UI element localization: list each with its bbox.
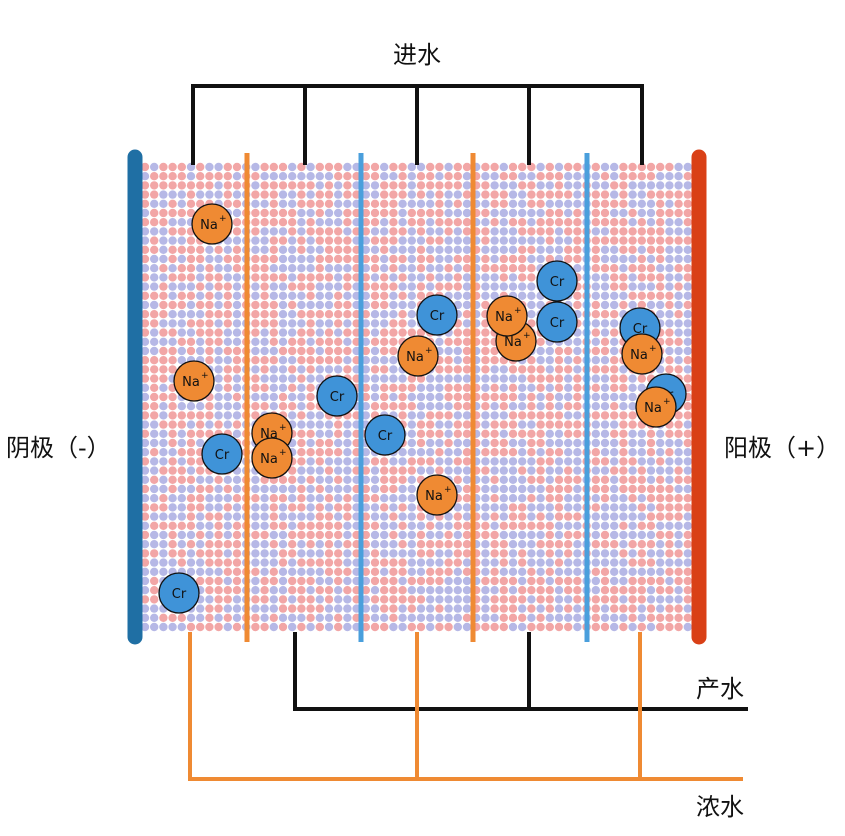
product-label: 产水: [696, 675, 744, 703]
product-manifold: [293, 632, 748, 711]
sodium-ion: Na+: [173, 360, 215, 402]
sodium-ion: Na+: [251, 437, 293, 479]
inlet-pipes: [191, 84, 644, 165]
product-pipes: [293, 632, 748, 711]
sodium-ion: Na+: [621, 333, 663, 375]
svg-text:+: +: [279, 448, 287, 458]
concentrate-manifold: [188, 632, 743, 781]
concentrate-pipes: [188, 632, 743, 781]
svg-text:Na: Na: [504, 335, 522, 350]
inlet-label: 进水: [393, 41, 441, 69]
svg-text:Na: Na: [495, 310, 513, 325]
svg-text:Na: Na: [406, 350, 424, 365]
svg-text:+: +: [425, 346, 433, 356]
svg-text:Na: Na: [644, 401, 662, 416]
svg-text:Cr: Cr: [550, 316, 565, 331]
sodium-ion: Na+: [397, 335, 439, 377]
svg-text:Cr: Cr: [378, 429, 393, 444]
chloride-ion: Cr: [416, 294, 458, 336]
svg-text:Cr: Cr: [215, 448, 230, 463]
svg-text:Na: Na: [182, 375, 200, 390]
svg-text:Na: Na: [200, 218, 218, 233]
svg-text:Cr: Cr: [172, 587, 187, 602]
svg-text:+: +: [514, 306, 522, 316]
chloride-ion: Cr: [536, 301, 578, 343]
svg-text:Cr: Cr: [550, 275, 565, 290]
chloride-ion: Cr: [158, 572, 200, 614]
svg-text:+: +: [649, 344, 657, 354]
sodium-ion: Na+: [486, 295, 528, 337]
chloride-ion: Cr: [201, 433, 243, 475]
sodium-ion: Na+: [191, 203, 233, 245]
chloride-ion: Cr: [536, 260, 578, 302]
svg-text:Na: Na: [425, 489, 443, 504]
svg-text:+: +: [523, 331, 531, 341]
chloride-ion: Cr: [364, 414, 406, 456]
cathode-label: 阴极（-）: [6, 434, 111, 462]
svg-text:+: +: [279, 423, 287, 433]
svg-text:Cr: Cr: [330, 390, 345, 405]
membranes: [244, 153, 590, 642]
svg-text:Na: Na: [630, 348, 648, 363]
svg-text:Cr: Cr: [633, 322, 648, 337]
svg-text:Na: Na: [260, 452, 278, 467]
svg-text:+: +: [201, 371, 209, 381]
svg-text:+: +: [663, 397, 671, 407]
chloride-ion: Cr: [316, 375, 358, 417]
sodium-ion: Na+: [416, 474, 458, 516]
anode-label: 阳极（+）: [724, 434, 840, 462]
concentrate-label: 浓水: [696, 793, 744, 821]
sodium-ion: Na+: [635, 386, 677, 428]
svg-text:Cr: Cr: [430, 309, 445, 324]
svg-text:+: +: [444, 485, 452, 495]
svg-text:+: +: [219, 214, 227, 224]
